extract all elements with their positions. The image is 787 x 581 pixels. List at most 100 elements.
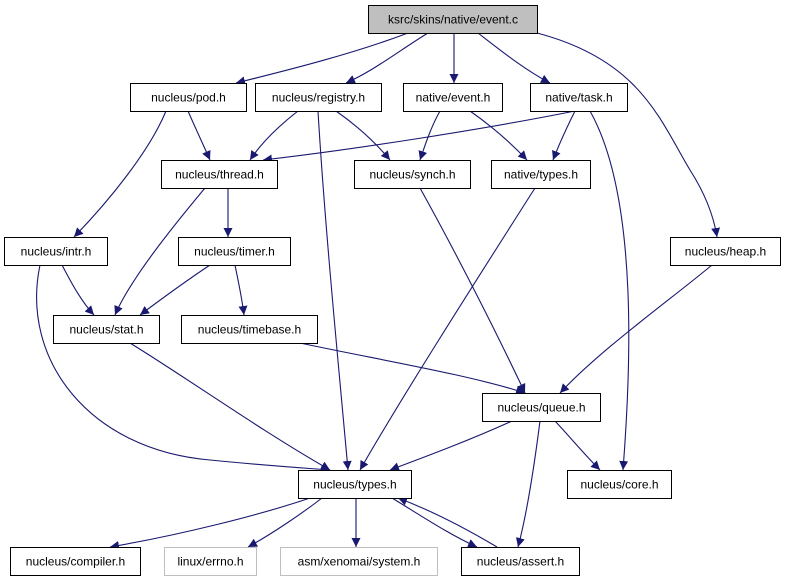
node-label: nucleus/registry.h bbox=[272, 91, 365, 105]
node-label: native/task.h bbox=[545, 91, 612, 105]
edge-native_types-to-types bbox=[359, 187, 536, 471]
edge-timer-to-stat bbox=[139, 264, 211, 316]
node-box bbox=[164, 547, 257, 576]
node-system: asm/xenomai/system.h bbox=[280, 547, 438, 576]
edge-queue-to-core bbox=[554, 420, 601, 471]
edge-line bbox=[73, 110, 167, 238]
edges-layer bbox=[36, 32, 721, 550]
node-label: native/event.h bbox=[416, 91, 491, 105]
edge-event_c-to-pod bbox=[235, 32, 409, 86]
node-event-c[interactable]: ksrc/skins/native/event.c bbox=[368, 5, 538, 34]
node-stat[interactable]: nucleus/stat.h bbox=[53, 315, 160, 344]
node-box bbox=[491, 160, 591, 189]
edge-heap-to-queue bbox=[559, 264, 713, 394]
edge-line bbox=[249, 110, 299, 161]
edge-line bbox=[389, 420, 513, 472]
node-label: nucleus/assert.h bbox=[477, 555, 564, 569]
edge-line bbox=[589, 110, 630, 471]
edge-event_c-to-native_task bbox=[477, 32, 551, 84]
node-timebase[interactable]: nucleus/timebase.h bbox=[181, 315, 318, 344]
node-box bbox=[255, 83, 382, 112]
node-errno: linux/errno.h bbox=[164, 547, 257, 576]
edge-thread-to-stat bbox=[114, 187, 206, 316]
edge-line bbox=[391, 497, 478, 548]
node-label: nucleus/intr.h bbox=[21, 245, 92, 259]
node-box bbox=[4, 237, 108, 266]
edge-types-to-compiler bbox=[109, 497, 311, 550]
node-registry[interactable]: nucleus/registry.h bbox=[255, 83, 382, 112]
node-label: nucleus/compiler.h bbox=[26, 555, 125, 569]
node-label: native/types.h bbox=[504, 168, 578, 182]
edge-line bbox=[129, 342, 331, 471]
node-label: linux/errno.h bbox=[177, 555, 243, 569]
node-box bbox=[130, 83, 247, 112]
edge-line bbox=[235, 32, 409, 86]
edge-line bbox=[114, 187, 206, 316]
edge-native_event-to-native_types bbox=[469, 110, 528, 161]
edge-types-to-assert bbox=[391, 497, 478, 548]
node-label: nucleus/heap.h bbox=[685, 245, 766, 259]
node-label: nucleus/types.h bbox=[313, 478, 396, 492]
edge-queue-to-types bbox=[389, 420, 513, 472]
edge-native_task-to-native_types bbox=[552, 110, 576, 161]
edge-types-to-errno bbox=[247, 497, 323, 548]
node-box bbox=[403, 83, 503, 112]
edge-line bbox=[559, 264, 713, 394]
edge-line bbox=[397, 496, 498, 548]
node-label: nucleus/timer.h bbox=[194, 245, 275, 259]
node-label: ksrc/skins/native/event.c bbox=[388, 13, 518, 27]
nodes-layer: ksrc/skins/native/event.c nucleus/pod.h nu… bbox=[4, 5, 781, 576]
edge-line bbox=[317, 110, 352, 471]
node-compiler[interactable]: nucleus/compiler.h bbox=[10, 547, 141, 576]
edge-native_task-to-thread bbox=[262, 110, 576, 164]
node-timer[interactable]: nucleus/timer.h bbox=[178, 237, 291, 266]
edge-line bbox=[262, 110, 576, 164]
edge-line bbox=[139, 264, 211, 316]
node-box bbox=[280, 547, 438, 576]
edge-timebase-to-queue bbox=[299, 342, 526, 395]
node-intr[interactable]: nucleus/intr.h bbox=[4, 237, 108, 266]
edge-line bbox=[536, 32, 721, 238]
node-heap[interactable]: nucleus/heap.h bbox=[670, 237, 781, 266]
edge-queue-to-assert bbox=[516, 420, 541, 548]
node-thread[interactable]: nucleus/thread.h bbox=[161, 160, 278, 189]
edge-event_c-to-heap bbox=[536, 32, 721, 238]
node-box bbox=[368, 5, 538, 34]
node-box bbox=[10, 547, 141, 576]
edge-line bbox=[335, 110, 391, 161]
node-assert[interactable]: nucleus/assert.h bbox=[461, 547, 580, 576]
node-label: nucleus/queue.h bbox=[497, 401, 585, 415]
edge-native_event-to-synch bbox=[418, 110, 441, 161]
node-types[interactable]: nucleus/types.h bbox=[298, 470, 412, 499]
edge-line bbox=[36, 264, 331, 474]
edge-stat-to-types bbox=[129, 342, 331, 471]
node-native-task[interactable]: native/task.h bbox=[530, 83, 628, 112]
node-label: nucleus/synch.h bbox=[369, 168, 455, 182]
node-label: nucleus/core.h bbox=[580, 478, 658, 492]
node-box bbox=[670, 237, 781, 266]
node-native-types[interactable]: native/types.h bbox=[491, 160, 591, 189]
edge-timer-to-timebase bbox=[234, 264, 248, 316]
node-pod[interactable]: nucleus/pod.h bbox=[130, 83, 247, 112]
edge-registry-to-thread bbox=[249, 110, 299, 161]
node-queue[interactable]: nucleus/queue.h bbox=[482, 393, 601, 422]
node-box bbox=[161, 160, 278, 189]
edge-synch-to-queue bbox=[419, 187, 526, 394]
node-core[interactable]: nucleus/core.h bbox=[567, 470, 672, 499]
edge-line bbox=[61, 264, 95, 316]
edge-line bbox=[418, 110, 441, 161]
node-label: nucleus/stat.h bbox=[69, 323, 143, 337]
node-box bbox=[181, 315, 318, 344]
edge-registry-to-types bbox=[317, 110, 352, 471]
node-box bbox=[482, 393, 601, 422]
node-native-event[interactable]: native/event.h bbox=[403, 83, 503, 112]
node-synch[interactable]: nucleus/synch.h bbox=[354, 160, 471, 189]
edge-line bbox=[234, 264, 248, 316]
node-label: nucleus/pod.h bbox=[151, 91, 226, 105]
edge-intr-to-stat bbox=[61, 264, 95, 316]
edge-line bbox=[469, 110, 528, 161]
edge-line bbox=[359, 187, 536, 471]
node-box bbox=[461, 547, 580, 576]
edge-pod-to-thread bbox=[187, 110, 211, 161]
edge-line bbox=[187, 110, 211, 161]
